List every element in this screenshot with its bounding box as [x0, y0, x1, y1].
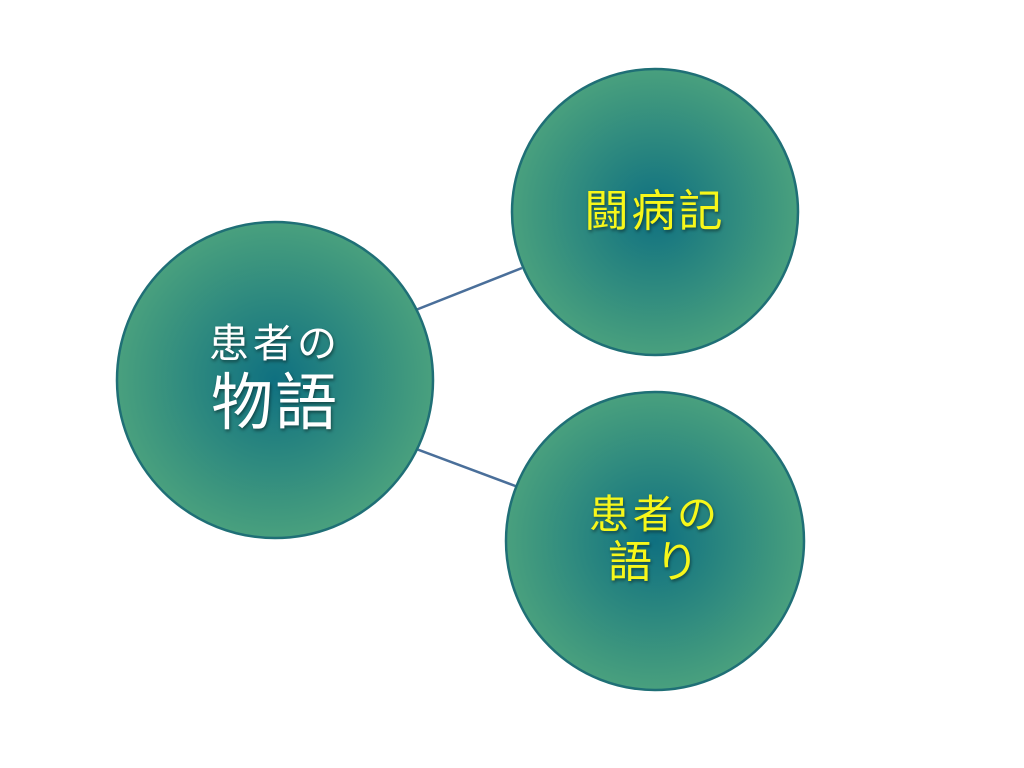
node-center-circle	[115, 220, 435, 540]
node-top-right-line1: 闘病記	[584, 185, 726, 237]
node-top-right-circle	[510, 67, 800, 357]
node-center-label: 患者の 物語	[135, 290, 415, 470]
node-bottom-right-line2: 語り	[608, 536, 702, 588]
node-bottom-right-label: 患者の 語り	[515, 470, 795, 610]
node-center-line1: 患者の	[209, 321, 341, 368]
node-center-line2: 物語	[210, 366, 339, 440]
node-top-right-label: 闘病記	[515, 172, 795, 252]
node-bottom-right-circle	[504, 390, 806, 692]
node-bottom-right-line1: 患者の	[589, 491, 721, 538]
